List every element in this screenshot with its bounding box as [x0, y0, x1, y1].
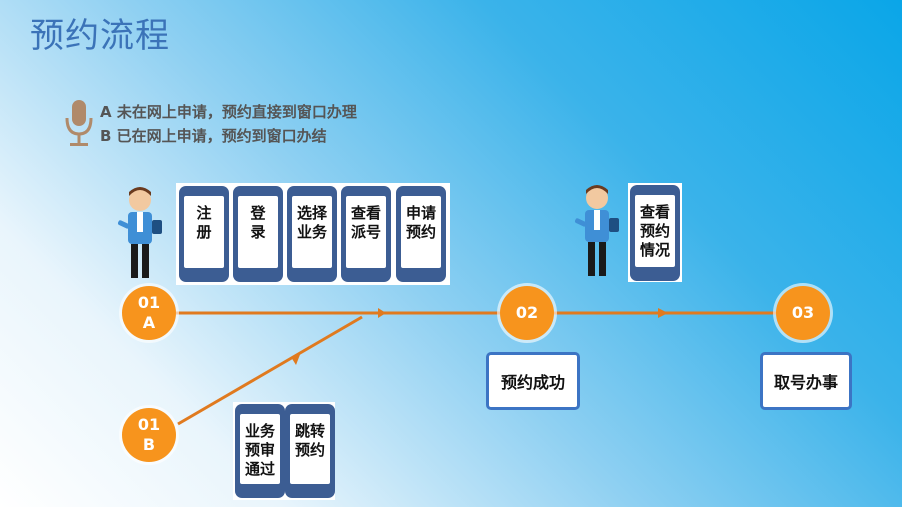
- box-take-number: 取号办事: [760, 352, 852, 410]
- phone-redirect-booking: 跳转 预约: [285, 404, 335, 498]
- arrow-head-b: [291, 352, 301, 365]
- node-01-b-letter: B: [142, 435, 156, 454]
- phone-register-label: 注 册: [184, 196, 224, 268]
- phone-pre-approved-label: 业务 预审 通过: [240, 414, 280, 484]
- phone-register: 注 册: [179, 186, 229, 282]
- phone-apply-booking-label: 申请 预约: [401, 196, 441, 268]
- person-with-phone-icon: [575, 185, 619, 276]
- phone-select-service-label: 选择 业务: [292, 196, 332, 268]
- node-02: 02: [500, 286, 554, 340]
- line-b-to-a: [177, 315, 363, 426]
- microphone-icon: [65, 100, 93, 146]
- node-01-b: 01 B: [122, 408, 176, 462]
- box-booking-success: 预约成功: [486, 352, 580, 410]
- node-01-a-number: 01: [137, 293, 161, 312]
- person-with-phone-icon: [118, 187, 162, 278]
- node-01-b-number: 01: [137, 415, 161, 434]
- phone-login: 登 录: [233, 186, 283, 282]
- phone-view-queue: 查看 派号: [341, 186, 391, 282]
- phone-select-service: 选择 业务: [287, 186, 337, 282]
- phone-view-queue-label: 查看 派号: [346, 196, 386, 268]
- phone-login-label: 登 录: [238, 196, 278, 268]
- notes: A 未在网上申请，预约直接到窗口办理 B 已在网上申请，预约到窗口办结: [100, 100, 357, 148]
- phone-redirect-booking-label: 跳转 预约: [290, 414, 330, 484]
- phone-view-booking: 查看 预约 情况: [630, 185, 680, 281]
- node-01-a-letter: A: [142, 313, 156, 332]
- page-title: 预约流程: [30, 16, 170, 56]
- node-03-number: 03: [791, 303, 815, 322]
- arrow-head-a: [378, 308, 386, 318]
- phone-pre-approved: 业务 预审 通过: [235, 404, 285, 498]
- phone-apply-booking: 申请 预约: [396, 186, 446, 282]
- note-b: B 已在网上申请，预约到窗口办结: [100, 127, 327, 145]
- note-a: A 未在网上申请，预约直接到窗口办理: [100, 103, 357, 121]
- arrow-head-02: [658, 308, 668, 318]
- node-03: 03: [776, 286, 830, 340]
- node-02-number: 02: [515, 303, 539, 322]
- phone-view-booking-label: 查看 预约 情况: [635, 195, 675, 267]
- node-01-a: 01 A: [122, 286, 176, 340]
